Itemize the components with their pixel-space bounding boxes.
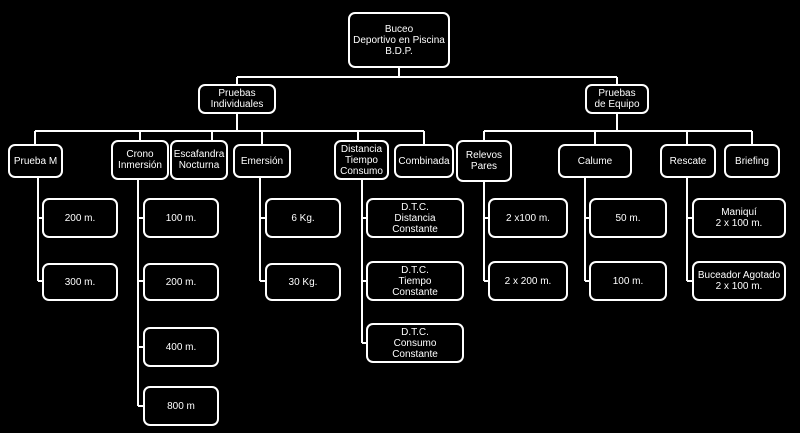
category-distancia-tiempo-consumo: Distancia Tiempo Consumo — [334, 140, 389, 180]
option-rescate-maniqui: Maniquí 2 x 100 m. — [692, 198, 786, 238]
option-calume-50: 50 m. — [589, 198, 667, 238]
option-relevos-2x100: 2 x100 m. — [488, 198, 568, 238]
option-emersion-6kg: 6 Kg. — [265, 198, 341, 238]
category-relevos-pares: Relevos Pares — [456, 140, 512, 182]
option-crono-100: 100 m. — [143, 198, 219, 238]
option-dtc-consumo: D.T.C. Consumo Constante — [366, 323, 464, 363]
category-combinada: Combinada — [394, 144, 454, 178]
category-emersion: Emersión — [233, 144, 291, 178]
option-emersion-30kg: 30 Kg. — [265, 263, 341, 301]
category-rescate: Rescate — [660, 144, 716, 178]
root-node: Buceo Deportivo en Piscina B.D.P. — [348, 12, 450, 68]
option-dtc-tiempo: D.T.C. Tiempo Constante — [366, 261, 464, 301]
category-calume: Calume — [558, 144, 632, 178]
group-pruebas-individuales: Pruebas Individuales — [198, 84, 276, 114]
category-escafandra-nocturna: Escafandra Nocturna — [170, 140, 228, 180]
option-prueba-m-300: 300 m. — [42, 263, 118, 301]
category-prueba-m: Prueba M — [8, 144, 63, 178]
group-pruebas-de-equipo: Pruebas de Equipo — [585, 84, 649, 114]
option-crono-200: 200 m. — [143, 263, 219, 301]
option-relevos-2x200: 2 x 200 m. — [488, 261, 568, 301]
option-rescate-buceador-agotado: Buceador Agotado 2 x 100 m. — [692, 261, 786, 301]
option-crono-400: 400 m. — [143, 327, 219, 367]
category-briefing: Briefing — [724, 144, 780, 178]
category-crono-inmersion: Crono Inmersión — [111, 140, 169, 180]
option-crono-800: 800 m — [143, 386, 219, 426]
option-calume-100: 100 m. — [589, 261, 667, 301]
option-prueba-m-200: 200 m. — [42, 198, 118, 238]
option-dtc-distancia: D.T.C. Distancia Constante — [366, 198, 464, 238]
